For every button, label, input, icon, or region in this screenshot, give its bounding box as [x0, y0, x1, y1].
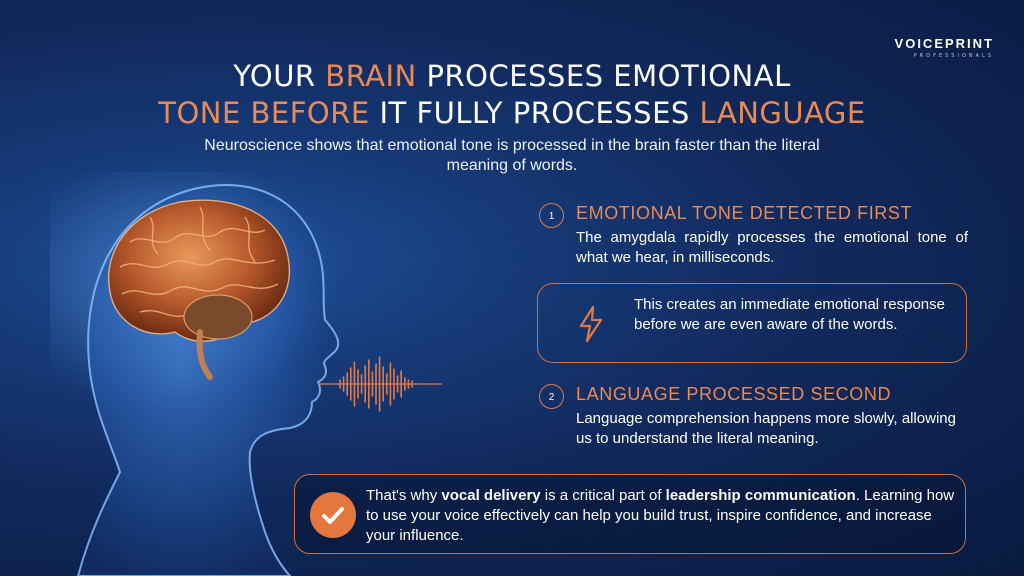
brand-name: VOICEPRINT	[894, 36, 994, 51]
head-brain-illustration	[50, 172, 442, 576]
brand-logo: VOICEPRINT PROFESSIONALS	[895, 36, 994, 59]
title-text: YOUR	[233, 59, 326, 93]
conclusion-box	[294, 474, 966, 554]
title-highlight: BRAIN	[325, 59, 417, 93]
checkmark-icon	[310, 492, 356, 538]
title-text: IT FULLY PROCESSES	[369, 96, 700, 130]
callout-text: This creates an immediate emotional resp…	[634, 296, 945, 333]
conclusion-emphasis: vocal delivery	[441, 487, 541, 504]
callout-box	[537, 283, 967, 363]
step-2-title: LANGUAGE PROCESSED SECOND	[576, 384, 892, 404]
title-line-1: YOUR BRAIN PROCESSES EMOTIONAL	[0, 58, 1024, 95]
lightning-bolt-icon	[579, 306, 603, 342]
step-1-body: The amygdala rapidly processes the emoti…	[576, 229, 968, 266]
step-2-number: 2	[539, 384, 564, 409]
title-text: PROCESSES EMOTIONAL	[416, 59, 791, 93]
brain-stem	[196, 329, 213, 380]
page-title: YOUR BRAIN PROCESSES EMOTIONAL TONE BEFO…	[0, 58, 1024, 132]
conclusion-part: . Learning how to use your voice effecti…	[366, 487, 955, 544]
step-1-title: EMOTIONAL TONE DETECTED FIRST	[576, 203, 913, 223]
title-line-2: TONE BEFORE IT FULLY PROCESSES LANGUAGE	[0, 95, 1024, 132]
conclusion-text: That's why vocal delivery is a critical …	[366, 486, 956, 546]
soundwave	[339, 356, 413, 412]
title-highlight: LANGUAGE	[699, 96, 866, 130]
step-2-body: Language comprehension happens more slow…	[576, 410, 956, 447]
page-subtitle: Neuroscience shows that emotional tone i…	[204, 137, 820, 174]
conclusion-part: That's why	[366, 487, 442, 504]
title-highlight: TONE BEFORE	[158, 96, 370, 130]
brand-tagline: PROFESSIONALS	[913, 53, 994, 59]
conclusion-part: is a critical part of	[540, 487, 666, 504]
conclusion-emphasis: leadership communication	[665, 487, 856, 504]
step-1-number: 1	[539, 203, 564, 228]
cerebellum	[183, 294, 253, 340]
